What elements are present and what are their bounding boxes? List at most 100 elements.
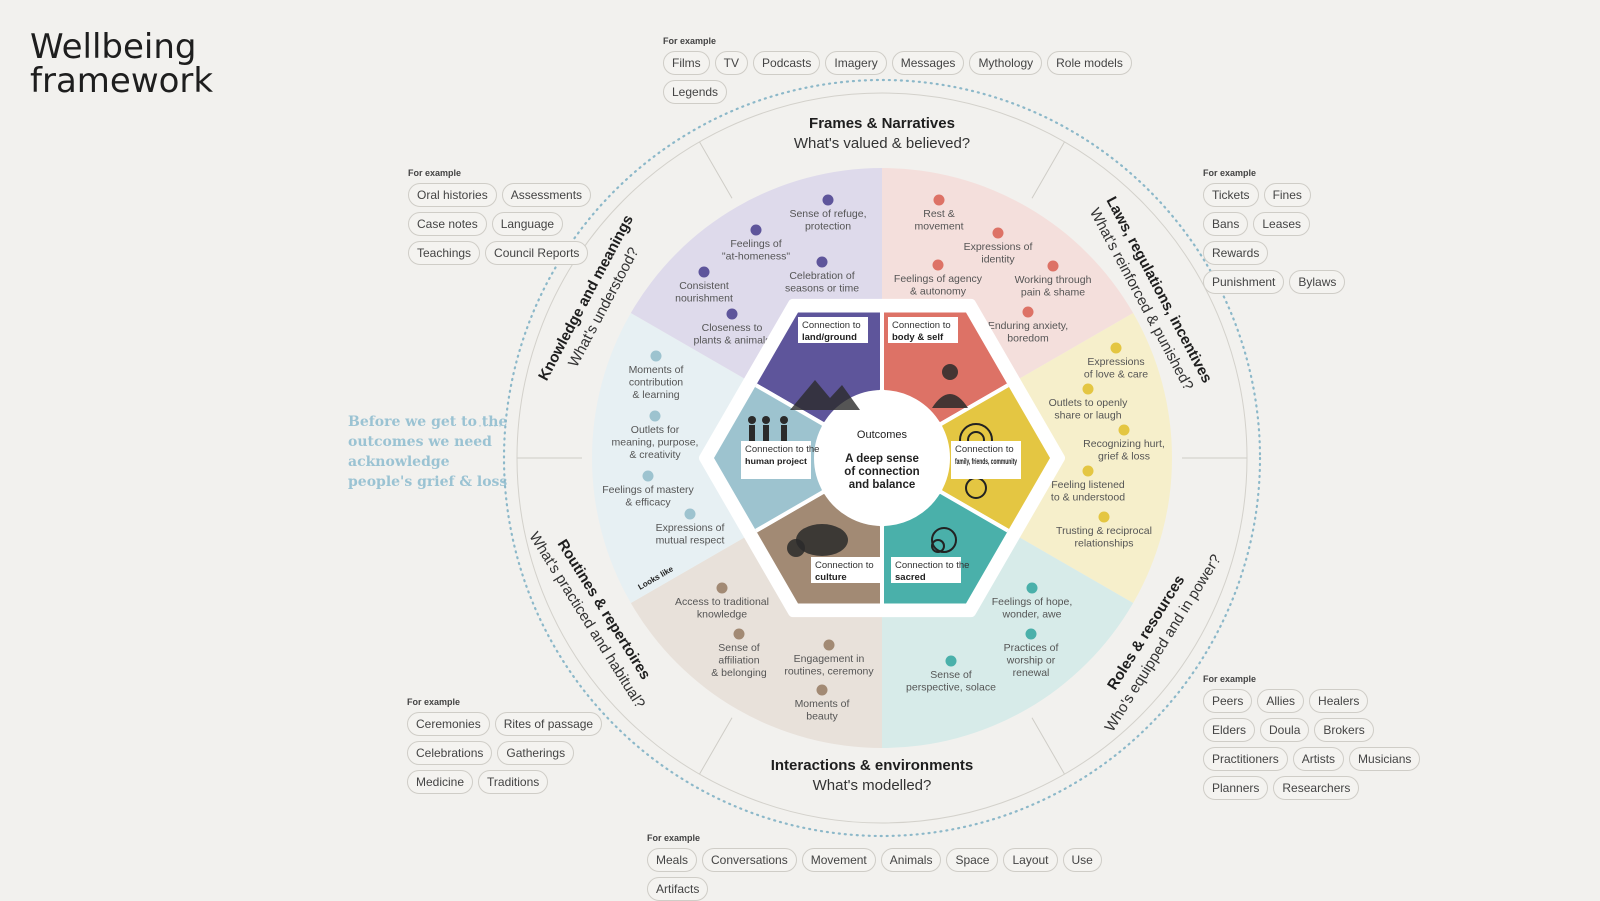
example-chip[interactable]: Conversations — [702, 848, 797, 872]
ring-divider — [699, 717, 733, 775]
spiral-inner-icon — [931, 539, 945, 553]
indicator-label: Expressions — [1087, 356, 1144, 368]
example-chip[interactable]: Peers — [1203, 689, 1253, 713]
example-chip[interactable]: Space — [946, 848, 999, 872]
indicator-label: routines, ceremony — [784, 666, 874, 678]
example-chip[interactable]: Imagery — [825, 51, 887, 75]
connection-label-box — [741, 441, 811, 479]
indicator-label: Access to traditional — [675, 596, 769, 608]
example-chip[interactable]: Practitioners — [1203, 747, 1288, 771]
example-chip[interactable]: Artists — [1292, 747, 1345, 771]
example-chip[interactable]: Researchers — [1273, 776, 1360, 800]
example-chip[interactable]: Celebrations — [407, 741, 493, 765]
connection-label-bold: body & self — [892, 332, 944, 343]
indicator-label: Closeness to — [702, 322, 763, 334]
example-chip[interactable]: Elders — [1203, 718, 1256, 742]
person-body-icon — [932, 394, 968, 408]
example-chip[interactable]: Legends — [663, 80, 728, 104]
indicator-label: share or laugh — [1054, 410, 1121, 422]
indicator-label: Outlets for — [631, 424, 680, 436]
example-chip[interactable]: Podcasts — [753, 51, 821, 75]
example-chip[interactable]: Layout — [1003, 848, 1058, 872]
outcomes-text: A deep sense — [845, 453, 919, 465]
example-chip[interactable]: Traditions — [478, 770, 549, 794]
example-chip[interactable]: Assessments — [501, 183, 592, 207]
indicator-dot — [1026, 582, 1038, 594]
connection-label-box — [888, 317, 958, 343]
example-chip[interactable]: Brokers — [1314, 718, 1374, 742]
example-chip[interactable]: Artifacts — [647, 877, 709, 901]
example-chip[interactable]: Meals — [647, 848, 698, 872]
example-chip[interactable]: Bans — [1203, 212, 1249, 236]
example-chip[interactable]: Oral histories — [408, 183, 497, 207]
example-chip[interactable]: Musicians — [1349, 747, 1421, 771]
indicator-label: perspective, solace — [906, 682, 996, 694]
people-icon — [781, 425, 787, 443]
indicator-dot — [1047, 260, 1059, 272]
indicator-label: movement — [914, 221, 963, 233]
indicator-label: renewal — [1013, 667, 1050, 679]
page-title: Wellbeing framework — [30, 27, 214, 101]
example-chip[interactable]: Medicine — [407, 770, 474, 794]
indicator-label: Feelings of — [730, 238, 781, 250]
example-chip[interactable]: Doula — [1260, 718, 1310, 742]
indicator-label: & autonomy — [910, 286, 967, 298]
example-chip[interactable]: Healers — [1309, 689, 1369, 713]
example-chip[interactable]: Fines — [1263, 183, 1311, 207]
indicator-label: affiliation — [718, 655, 759, 667]
indicator-label: to & understood — [1051, 492, 1125, 504]
example-chip[interactable]: Allies — [1257, 689, 1305, 713]
example-chip[interactable]: Films — [663, 51, 710, 75]
example-chip[interactable]: Animals — [880, 848, 942, 872]
example-chip[interactable]: Role models — [1047, 51, 1132, 75]
indicator-label: Trusting & reciprocal — [1056, 525, 1152, 537]
example-chip[interactable]: Punishment — [1203, 270, 1285, 294]
example-chip[interactable]: Leases — [1253, 212, 1311, 236]
example-chip[interactable]: TV — [714, 51, 749, 75]
connection-family — [936, 325, 1050, 591]
indicator-label: protection — [805, 221, 851, 233]
indicator-dot — [945, 655, 957, 667]
example-chip[interactable]: Planners — [1203, 776, 1269, 800]
outcomes-text: and balance — [849, 479, 915, 491]
example-chip[interactable]: Tickets — [1203, 183, 1259, 207]
indicator-dot — [816, 684, 828, 696]
indicator-label: mutual respect — [656, 535, 725, 547]
example-chip[interactable]: Ceremonies — [407, 712, 490, 736]
indicator-label: Moments of — [795, 698, 850, 710]
example-chip[interactable]: Mythology — [969, 51, 1043, 75]
example-chip[interactable]: Bylaws — [1289, 270, 1346, 294]
example-chip[interactable]: Council Reports — [485, 241, 589, 265]
indicator-label: Enduring anxiety, — [988, 320, 1068, 332]
example-chip[interactable]: Use — [1062, 848, 1102, 872]
connection-label-pre: Connection to — [815, 560, 874, 571]
example-chip[interactable]: Messages — [891, 51, 965, 75]
indicator-dot — [726, 308, 738, 320]
example-chip[interactable]: Teachings — [408, 241, 481, 265]
example-chip[interactable]: Rites of passage — [494, 712, 603, 736]
outcomes-core — [821, 389, 943, 527]
example-chip[interactable]: Language — [491, 212, 564, 236]
example-chip[interactable]: Gatherings — [497, 741, 575, 765]
indicator: Recognizing hurt,grief & loss — [1083, 424, 1165, 463]
indicator-label: identity — [981, 254, 1015, 266]
example-chip[interactable]: Movement — [801, 848, 876, 872]
example-chip[interactable]: Rewards — [1203, 241, 1269, 265]
example-chip[interactable]: Case notes — [408, 212, 487, 236]
people-head-icon — [748, 416, 756, 424]
indicator-dot — [684, 508, 696, 520]
